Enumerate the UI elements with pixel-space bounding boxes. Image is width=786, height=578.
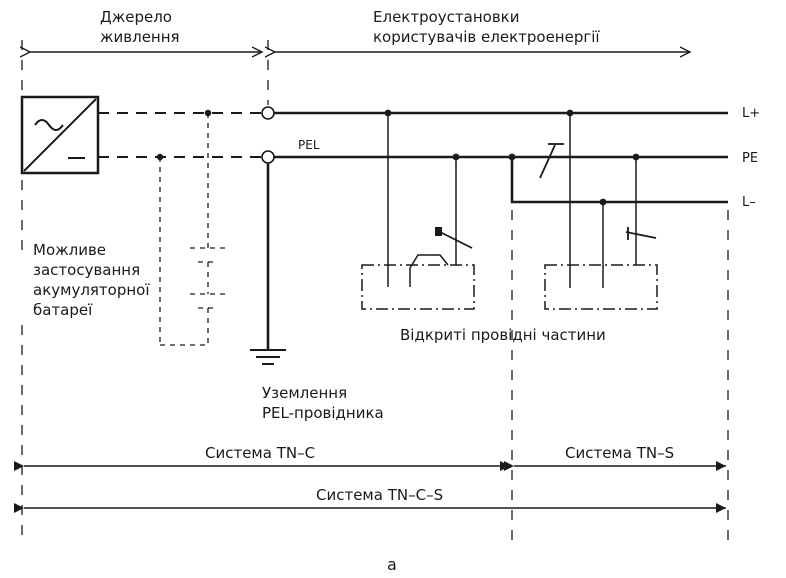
source-label-line2: живлення: [100, 28, 180, 46]
lplus-label: L+: [742, 106, 760, 121]
conductor-lminus: [510, 157, 728, 204]
pe-label: PE: [742, 151, 758, 166]
tn-c-label: Система TN–C: [205, 444, 315, 462]
pe-switch-symbol: [539, 143, 564, 179]
junction-load2-pe: [632, 153, 640, 161]
junction-load1-phase: [384, 109, 392, 117]
load1-switch-contact: [435, 227, 442, 236]
junction-pe-split: [508, 153, 516, 161]
users-label-line1: Електроустановки: [373, 8, 519, 26]
battery-label-line4: батареї: [33, 301, 93, 319]
junction-load1-pel: [452, 153, 460, 161]
load1-switch-blade: [439, 231, 473, 249]
ground-icon: [250, 349, 286, 365]
lminus-label: L–: [742, 195, 756, 210]
source-label-line1: Джерело: [100, 8, 172, 26]
battery-label-line3: акумуляторної: [33, 281, 150, 299]
ac-dc-converter-icon: [20, 95, 100, 175]
junction-load2-lminus: [599, 198, 607, 206]
battery-label-line2: застосування: [33, 261, 140, 279]
exposed-parts-label: Відкриті провідні частини: [400, 326, 606, 344]
tn-c-s-label: Система TN–C–S: [316, 486, 443, 504]
grounding-label-line2: PEL-провідника: [262, 404, 384, 422]
load1-enclosure: [361, 264, 475, 310]
terminal-lplus: [261, 106, 275, 120]
figure-caption: а: [387, 555, 397, 574]
load2-switch-blade: [625, 231, 657, 239]
grounding-label-line1: Уземлення: [262, 384, 347, 402]
battery-label-line1: Можливе: [33, 241, 106, 259]
battery-symbol: [159, 113, 228, 346]
terminal-pe: [261, 150, 275, 164]
pel-label: PEL: [298, 138, 320, 152]
users-label-line2: користувачів електроенергії: [373, 28, 600, 46]
load1-switch-link: [409, 254, 449, 287]
load2-enclosure: [544, 264, 658, 310]
junction-load2-phase: [566, 109, 574, 117]
tn-s-label: Система TN–S: [565, 444, 674, 462]
